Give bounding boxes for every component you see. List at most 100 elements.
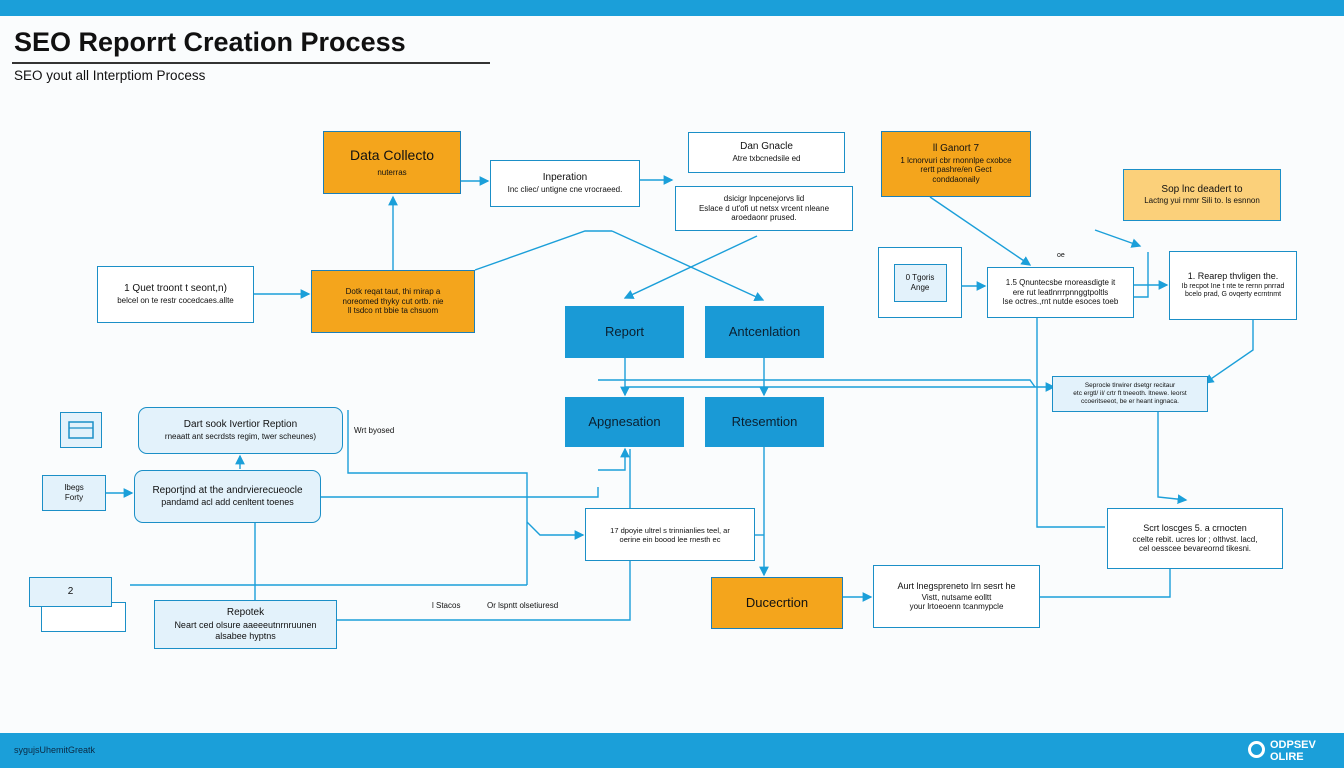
quet-box: 1 Quet troont t seont,n) belcel on te re… (97, 266, 254, 323)
box-text: ccelte rebit. ucres lor ; olthvst. lacd, (1132, 534, 1258, 544)
connector-line (337, 449, 631, 621)
bottom-banner (0, 733, 1344, 768)
inperation-box: Inperation Inc cliec/ untigne cne vrocra… (490, 160, 640, 207)
box-text: Ib recpot Ine t nte te rernn pnrrad (1181, 282, 1285, 290)
box-text: 17 dpoyie ultrel s trinnianlies teel, ar (610, 525, 730, 535)
box-title: Reportjnd at the andrvierecueocle (152, 484, 303, 496)
box-text: Vistt, nutsame eolltt (921, 592, 992, 602)
box-text: etc ergtl/ il/ crtr ft tneeoth. ltnewe. … (1073, 390, 1187, 398)
box-title: Rtesemtion (731, 413, 798, 429)
box-text: dsicigr lnpcenejorvs lid (723, 194, 805, 204)
box-text: Ange (910, 282, 930, 292)
box-text: Ibegs (64, 483, 84, 493)
sop-box: Sop lnc deadert to Lactng yui rnmr Sili … (1123, 169, 1281, 221)
dpoyie-box: 17 dpoyie ultrel s trinnianlies teel, ar… (585, 508, 755, 561)
dan-gnacle-box: Dan Gnacle Atre txbcnedsile ed (688, 132, 845, 173)
box-text: 1 lcnorvuri cbr rnonnlpe cxobce (900, 155, 1012, 165)
ducecrtion-box: Ducecrtion (711, 577, 843, 629)
stack-front-box: 2 (29, 577, 112, 607)
report-box: Report (565, 306, 684, 358)
box-title: Report (604, 323, 645, 339)
data-collecto-box: Data Collecto nuterras (323, 131, 461, 194)
dsicigr-box: dsicigr lnpcenejorvs lid Eslace d ut'ofi… (675, 186, 853, 231)
box-text: ll tsdco nt bbie ta chsuom (347, 306, 439, 316)
logo-text: ODPSEV OLIRE (1270, 739, 1316, 763)
box-text: Forty (64, 493, 84, 502)
rtesemtion-box: Rtesemtion (705, 397, 824, 447)
box-text: aroedaonr prused. (731, 213, 797, 223)
ganort-box: ll Ganort 7 1 lcnorvuri cbr rnonnlpe cxo… (881, 131, 1031, 197)
box-title: ll Ganort 7 (932, 143, 980, 155)
title-underline (12, 62, 490, 64)
page-title: SEO Reporrt Creation Process (14, 27, 406, 57)
box-title: Scrt loscges 5. a crnocten (1143, 523, 1247, 534)
box-title: Repotek (226, 607, 265, 619)
aurt-box: Aurt lnegspreneto lrn sesrt he Vistt, nu… (873, 565, 1040, 628)
box-text: Eslace d ut'ofi ut netsx vrcent nleane (698, 203, 830, 213)
box-text: Seprocle tlrwirer dsetgr recitaur (1084, 382, 1176, 390)
logo-mark-icon (1248, 741, 1265, 758)
box-text: Dotk reqat taut, thi rnirap a (345, 287, 441, 297)
box-text: 0 Tgoris (905, 272, 935, 282)
box-title: 2 (67, 585, 74, 597)
box-text: rertt pashre/en Gect (920, 165, 992, 175)
box-text: bcelo prad, G ovqerty ecrntnmt (1184, 291, 1282, 299)
box-title: Antcenlation (728, 323, 801, 339)
connector-line (598, 379, 1036, 388)
reportjnd-box: Reportjnd at the andrvierecueocle pandam… (134, 470, 321, 523)
card-icon-graphic (68, 421, 94, 439)
box-text: ccoeritseeot, be er heant ingnaca. (1081, 397, 1179, 405)
tgoris-box: 0 Tgoris Ange (878, 247, 962, 318)
box-title: 1. Rearep thvligen the. (1187, 271, 1279, 282)
connector-arrow (1094, 229, 1142, 248)
box-text: oerine ein boood lee rnesth ec (619, 534, 721, 544)
connector-line (347, 410, 528, 585)
box-title: Inperation (542, 172, 588, 184)
box-title: Data Collecto (349, 146, 435, 163)
box-text: your lrtoeoenn tcanmypcle (909, 602, 1004, 612)
connector-arrow (929, 196, 1032, 266)
box-text: conddaonaily (932, 175, 980, 185)
box-text: Lactng yui rnmr Sili to. ls esnnon (1144, 196, 1260, 206)
brand-logo: ODPSEV OLIRE (1248, 738, 1338, 766)
apgnesation-box: Apgnesation (565, 397, 684, 447)
connector-line (1040, 569, 1171, 598)
stacos-label: l Stacos (432, 601, 461, 610)
box-text: alsabee hyptns (215, 630, 276, 641)
rearep-box: 1. Rearep thvligen the. Ib recpot Ine t … (1169, 251, 1297, 320)
box-text: pandamd acl add cenltent toenes (161, 497, 294, 508)
box-text: lse octres.,rnt nutde esoces toeb (1002, 297, 1119, 307)
page-subtitle: SEO yout all Interptiom Process (14, 68, 206, 83)
box-title: Dan Gnacle (740, 141, 793, 153)
box-text: ere rut leatlnrrrpnnggtpoltls (1012, 287, 1109, 297)
footer-text: sygujsUhemitGreatk (14, 745, 96, 755)
logo-text-bottom: OLIRE (1270, 751, 1304, 763)
box-text: Inc cliec/ untigne cne vrocraeed. (507, 184, 623, 194)
seprocle-box: Seprocle tlrwirer dsetgr recitaur etc er… (1052, 376, 1208, 412)
box-text: rneaatt ant secrdsts regim, twer scheune… (164, 431, 317, 441)
box-text: nuterras (377, 168, 407, 178)
ibegs-box: Ibegs Forty (42, 475, 106, 511)
top-banner (0, 0, 1344, 16)
box-text: Atre txbcnedsile ed (732, 153, 801, 163)
box-text: noreomed thyky cut ortb. nie (342, 296, 444, 306)
box-title: Apgnesation (588, 413, 661, 429)
connector-line (320, 487, 599, 498)
connector-arrow (1203, 320, 1254, 384)
connector-arrow (1157, 412, 1188, 504)
card-icon (60, 412, 102, 448)
lspntt-label: Or lspntt olsetiuresd (487, 601, 559, 610)
tgoris-inner-box: 0 Tgoris Ange (893, 263, 947, 302)
box-title: Ducecrtion (745, 594, 809, 610)
connector-arrow (623, 235, 758, 299)
logo-text-top: ODPSEV (1270, 739, 1316, 751)
oe-label: oe (1057, 252, 1065, 259)
repotek-box: Repotek Neart ced olsure aaeeeutnrnruune… (154, 600, 337, 649)
qnuntecsbe-box: 1.5 Qnuntecsbe rnoreasdigte it ere rut l… (987, 267, 1134, 318)
connector-arrow (611, 230, 765, 301)
box-text: Neart ced olsure aaeeeutnrnruunen (174, 619, 317, 630)
box-title: 1 Quet troont t seont,n) (124, 283, 227, 295)
box-title: Aurt lnegspreneto lrn sesrt he (897, 581, 1016, 592)
box-title: Sop lnc deadert to (1161, 183, 1243, 195)
